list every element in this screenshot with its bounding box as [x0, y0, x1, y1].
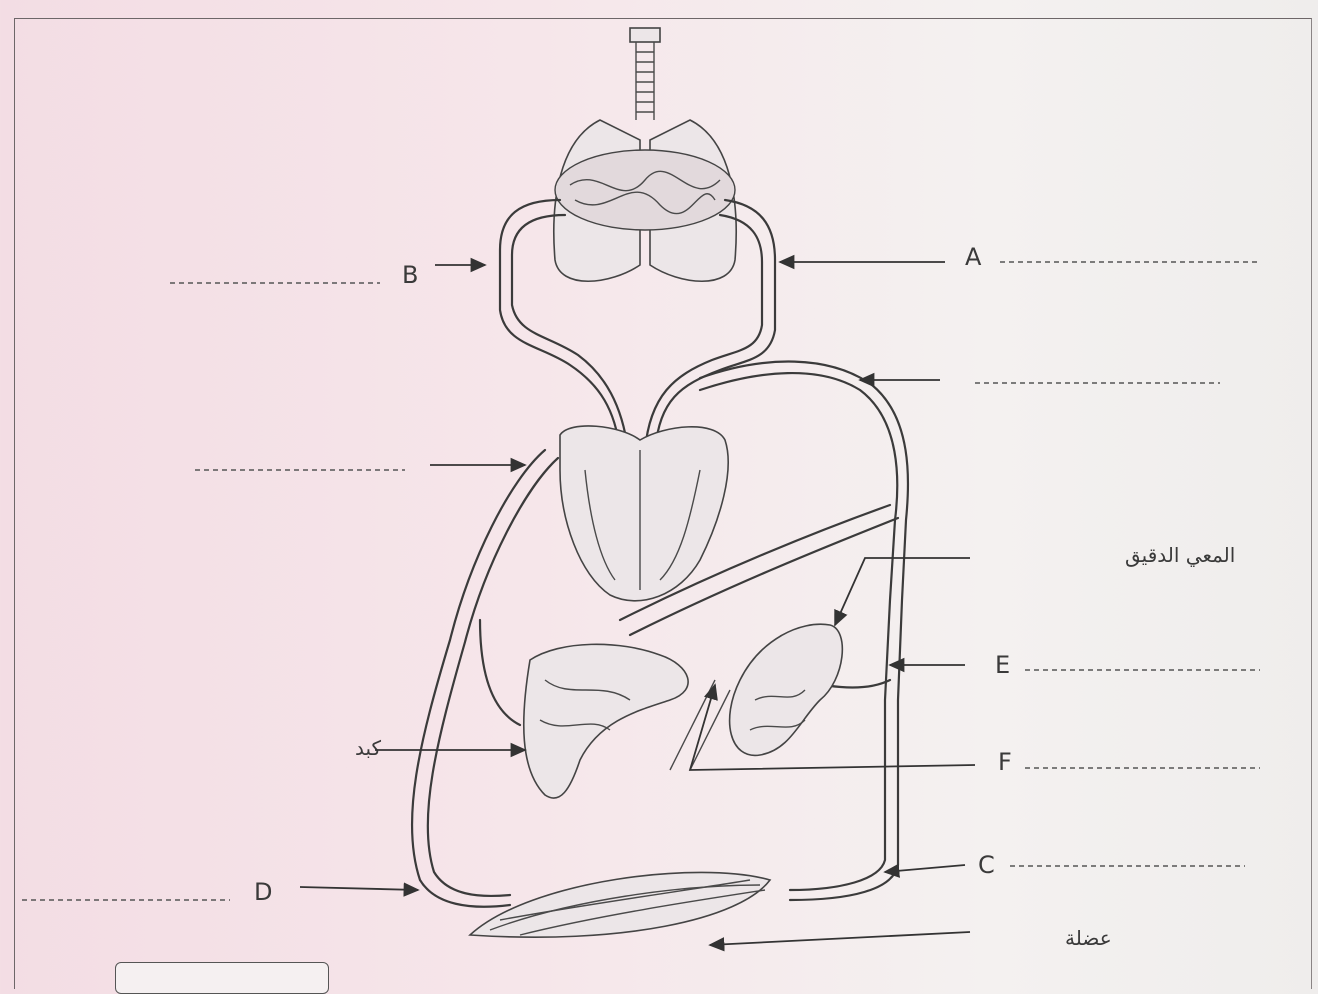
label-c-group: C	[885, 851, 1245, 879]
arrow-d	[300, 887, 418, 890]
label-a: A	[965, 243, 982, 271]
small-intestine-label: المعي الدقيق	[1125, 543, 1235, 568]
muscle-label-group: عضلة	[710, 926, 1112, 950]
label-a-group: A	[780, 243, 1260, 271]
liver-label: كبد	[355, 736, 382, 760]
lungs	[554, 120, 736, 281]
label-aorta-group	[860, 380, 1220, 383]
liver	[524, 644, 688, 798]
small-intestine-label-group: المعي الدقيق	[835, 543, 1235, 625]
label-vena-cava-group	[195, 465, 525, 470]
heart	[560, 426, 728, 601]
muscle	[470, 872, 770, 937]
label-e-group: E	[890, 651, 1260, 679]
label-e: E	[995, 651, 1010, 679]
label-d-group: D	[22, 878, 418, 906]
label-c: C	[978, 851, 995, 879]
trachea	[630, 28, 660, 120]
muscle-label: عضلة	[1065, 926, 1112, 950]
bottom-box	[115, 962, 329, 994]
arrow-muscle	[710, 932, 970, 945]
small-intestine	[730, 624, 843, 755]
label-d: D	[254, 878, 272, 906]
label-f: F	[998, 748, 1012, 776]
label-b: B	[402, 261, 418, 289]
label-b-group: B	[170, 261, 485, 289]
